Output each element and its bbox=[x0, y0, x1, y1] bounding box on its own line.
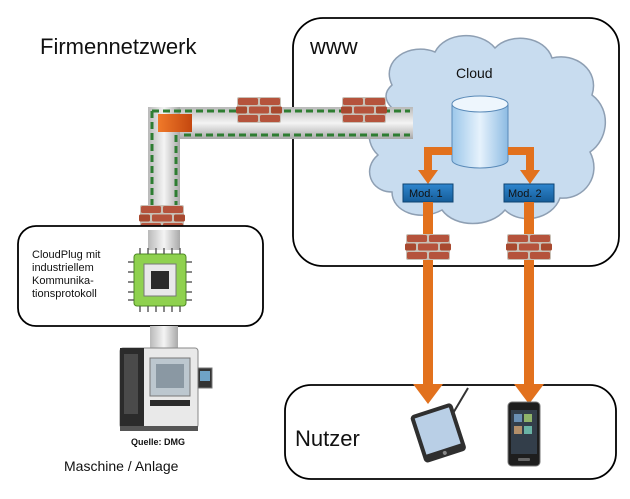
users-label: Nutzer bbox=[295, 426, 360, 451]
machine-connector bbox=[150, 326, 178, 350]
mod1-to-tablet-arrow bbox=[413, 202, 443, 404]
module-1-label: Mod. 1 bbox=[409, 188, 443, 200]
cloudplug-text: CloudPlug mit industriellem Kommunika- t… bbox=[32, 249, 104, 300]
module-2-box: Mod. 2 bbox=[503, 183, 555, 203]
cnc-machine-icon bbox=[119, 347, 213, 431]
mod2-to-phone-arrow bbox=[514, 202, 544, 404]
database-icon bbox=[451, 95, 509, 169]
module-1-box: Mod. 1 bbox=[402, 183, 454, 203]
tunnel-entry-block bbox=[158, 114, 192, 132]
tunnel-stub bbox=[148, 230, 180, 250]
cloudplug-line-2: industriellem bbox=[32, 262, 94, 274]
tablet-icon bbox=[410, 387, 469, 463]
www-label: www bbox=[309, 34, 358, 59]
cloudplug-chip-icon bbox=[128, 248, 192, 312]
db-to-mod2-arrow bbox=[508, 147, 540, 184]
smartphone-icon bbox=[507, 401, 541, 467]
cloud-label: Cloud bbox=[456, 65, 493, 81]
company-network-label: Firmennetzwerk bbox=[40, 34, 197, 59]
db-to-mod1-arrow bbox=[418, 147, 452, 184]
firewall-icon bbox=[341, 97, 387, 123]
firewall-icon bbox=[506, 234, 552, 260]
firewall-icon bbox=[405, 234, 451, 260]
firewall-icon bbox=[236, 97, 282, 123]
machine-label: Maschine / Anlage bbox=[64, 458, 179, 474]
module-2-label: Mod. 2 bbox=[508, 188, 542, 200]
source-label: Quelle: DMG bbox=[131, 437, 185, 447]
cloudplug-line-3: Kommunika- bbox=[32, 275, 94, 287]
cloudplug-line-4: tionsprotokoll bbox=[32, 288, 97, 300]
cloudplug-line-1: CloudPlug mit bbox=[32, 249, 100, 261]
